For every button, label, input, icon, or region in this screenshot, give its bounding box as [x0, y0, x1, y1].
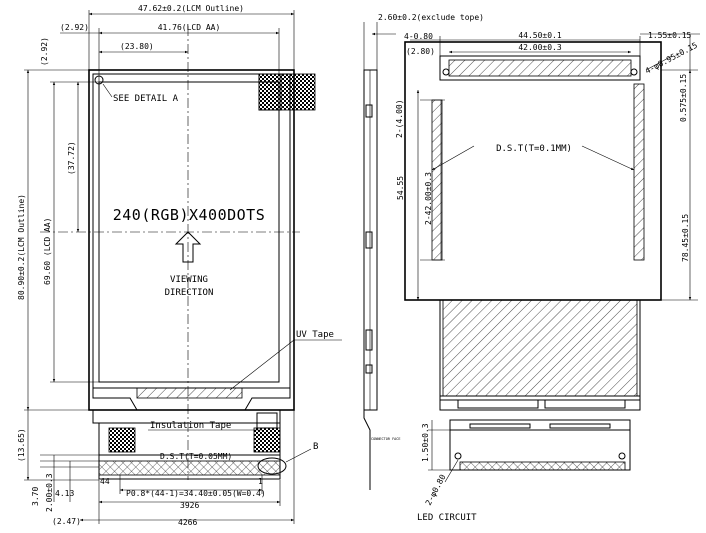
side-module — [363, 69, 378, 411]
front-view — [24, 10, 342, 524]
dim-pitch: P0.8*(44-1)=34.40±0.05(W=0.4) — [126, 489, 266, 498]
fpc-checker-right — [253, 427, 281, 453]
right-dst-strip — [633, 83, 645, 261]
side-thickness-label: 2.60±0.2(exclude tope) — [378, 13, 484, 22]
dst-fpc-label: D.S.T(T=0.05MM) — [160, 452, 232, 461]
fpc-pins — [98, 460, 281, 476]
dim-4200: 42.00±0.3 — [518, 43, 562, 52]
insulation-tape-label: Insulation Tape — [150, 421, 231, 431]
uv-tape-label: UV Tape — [296, 330, 334, 340]
pin-1-label: 1 — [258, 477, 263, 486]
lcm-bezel — [92, 73, 291, 389]
top-pad — [258, 73, 316, 111]
pin-44-label: 44 — [100, 477, 110, 486]
dim-7845: 78.45±0.15 — [681, 214, 690, 262]
viewing-arrow — [174, 231, 202, 263]
back-fpc-pins — [459, 461, 626, 471]
ic-chip — [136, 387, 243, 399]
dim-480: 4-0.80 — [404, 32, 433, 41]
back-view — [404, 33, 700, 483]
dim-280: (2.80) — [406, 47, 435, 56]
dim-247: (2.47) — [52, 517, 81, 526]
dim-2400: 2-(4.00) — [395, 99, 404, 138]
viewing-direction-1: VIEWING — [170, 275, 208, 285]
left-dst-strip — [431, 99, 443, 261]
dim-155: 1.55±0.15 — [648, 31, 692, 40]
viewing-direction-2: DIRECTION — [165, 288, 214, 298]
dim-lcd-aa-height: 69.60 (LCD AA) — [43, 218, 52, 285]
dim-half-3772: (37.72) — [67, 141, 76, 175]
dim-lcm-height: 80.90±0.2(LCM Outline) — [17, 194, 26, 300]
side-view: 2.60±0.2(exclude tope) CONNECTOR FACE — [363, 13, 484, 490]
led-circuit-label: LED CIRCUIT — [417, 513, 477, 523]
dim-413: 4.13 — [55, 489, 74, 498]
dim-4266: 4266 — [178, 518, 197, 527]
back-frame — [404, 41, 662, 301]
dim-150: 1.50±0.3 — [421, 423, 430, 462]
dim-370: 3.70 — [31, 487, 40, 506]
side-small-label: CONNECTOR FACE — [371, 437, 401, 441]
dim-offset-292: (2.92) — [60, 23, 89, 32]
dim-3926: 3926 — [180, 501, 199, 510]
top-led-strip — [448, 59, 632, 77]
dim-5455: 54.55 — [396, 176, 405, 200]
dim-center-2380: (23.80) — [120, 42, 154, 51]
lcm-outline — [88, 69, 295, 411]
dim-lcm-width: 47.62±0.2(LCM Outline) — [138, 4, 244, 13]
resolution-label: 240(RGB)X400DOTS — [113, 206, 266, 224]
detail-b-label: B — [313, 442, 318, 452]
dim-4200v: 2-42.00±0.3 — [424, 172, 433, 225]
hole-spec: 4-φ0.95±0.15 — [644, 41, 699, 76]
fpc-checker-left — [108, 427, 136, 453]
dim-4450: 44.50±0.1 — [518, 31, 562, 40]
see-detail-a: SEE DETAIL A — [113, 94, 179, 104]
dim-200: 2.00±0.3 — [45, 473, 54, 512]
dst-label: D.S.T(T=0.1MM) — [496, 144, 572, 154]
hole2-spec: 2-φ0.80 — [424, 473, 448, 507]
detail-b-marker — [257, 457, 287, 475]
dim-top-offset: (2.92) — [40, 37, 49, 66]
dim-bottom-1365: (13.65) — [17, 428, 26, 462]
dim-lcd-aa-width: 41.76(LCD AA) — [158, 23, 221, 32]
dim-0575: 0.575±0.15 — [679, 74, 688, 122]
